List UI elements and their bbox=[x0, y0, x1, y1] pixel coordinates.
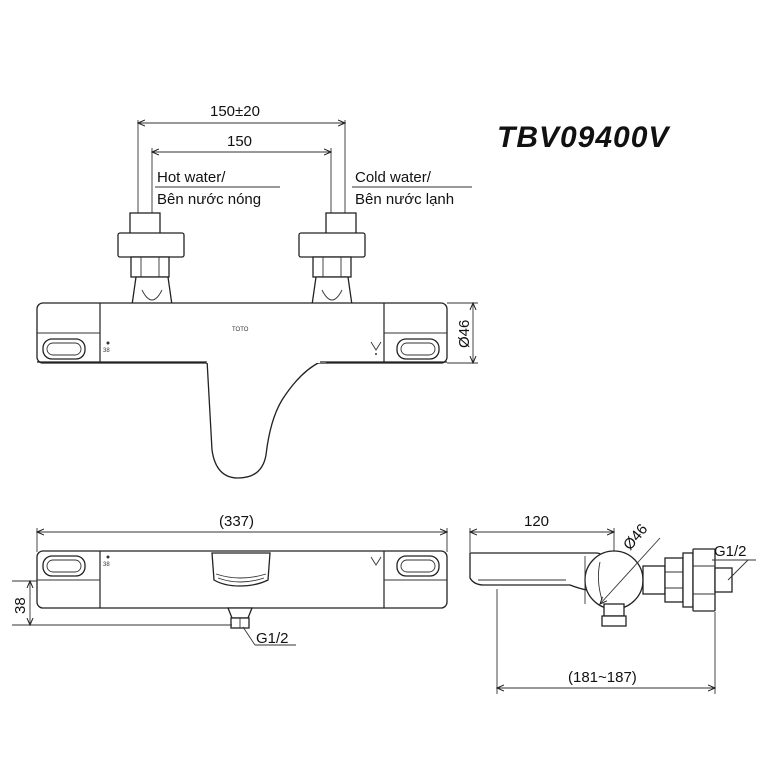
plan-view: (337) 38 38 G1/2 bbox=[12, 513, 447, 647]
dim-inlet-spacing-tol: 150±20 bbox=[210, 103, 260, 120]
front-temp-marking: 38 bbox=[103, 348, 110, 354]
hot-water-label: Hot water/ bbox=[157, 169, 226, 186]
cold-water-label: Cold water/ bbox=[355, 169, 432, 186]
dim-inlet-spacing: 150 bbox=[227, 133, 252, 150]
dim-side-diameter: Ø46 bbox=[620, 521, 651, 554]
plan-temp-marking: 38 bbox=[103, 562, 110, 568]
side-view: 120 Ø46 G1/2 (181~187) bbox=[470, 513, 756, 694]
dim-wall-depth: (181~187) bbox=[568, 669, 637, 686]
cold-inlet-fitting bbox=[298, 212, 366, 306]
dim-body-height: 38 bbox=[12, 597, 29, 614]
dim-overall-length: (337) bbox=[219, 513, 254, 530]
model-title: TBV09400V bbox=[497, 121, 671, 154]
dim-spout-reach: 120 bbox=[524, 513, 549, 530]
front-view: 150±20 150 Hot water/ Bên nước nóng Cold… bbox=[36, 103, 478, 479]
dim-side-thread: G1/2 bbox=[714, 543, 747, 560]
hot-inlet-fitting bbox=[117, 212, 185, 306]
dim-outlet-thread: G1/2 bbox=[256, 630, 289, 647]
hot-water-label-vi: Bên nước nóng bbox=[157, 191, 261, 208]
dim-body-diameter: Ø46 bbox=[456, 320, 473, 348]
cold-water-label-vi: Bên nước lạnh bbox=[355, 191, 454, 208]
body-brand-marking: TOTO bbox=[232, 327, 249, 333]
